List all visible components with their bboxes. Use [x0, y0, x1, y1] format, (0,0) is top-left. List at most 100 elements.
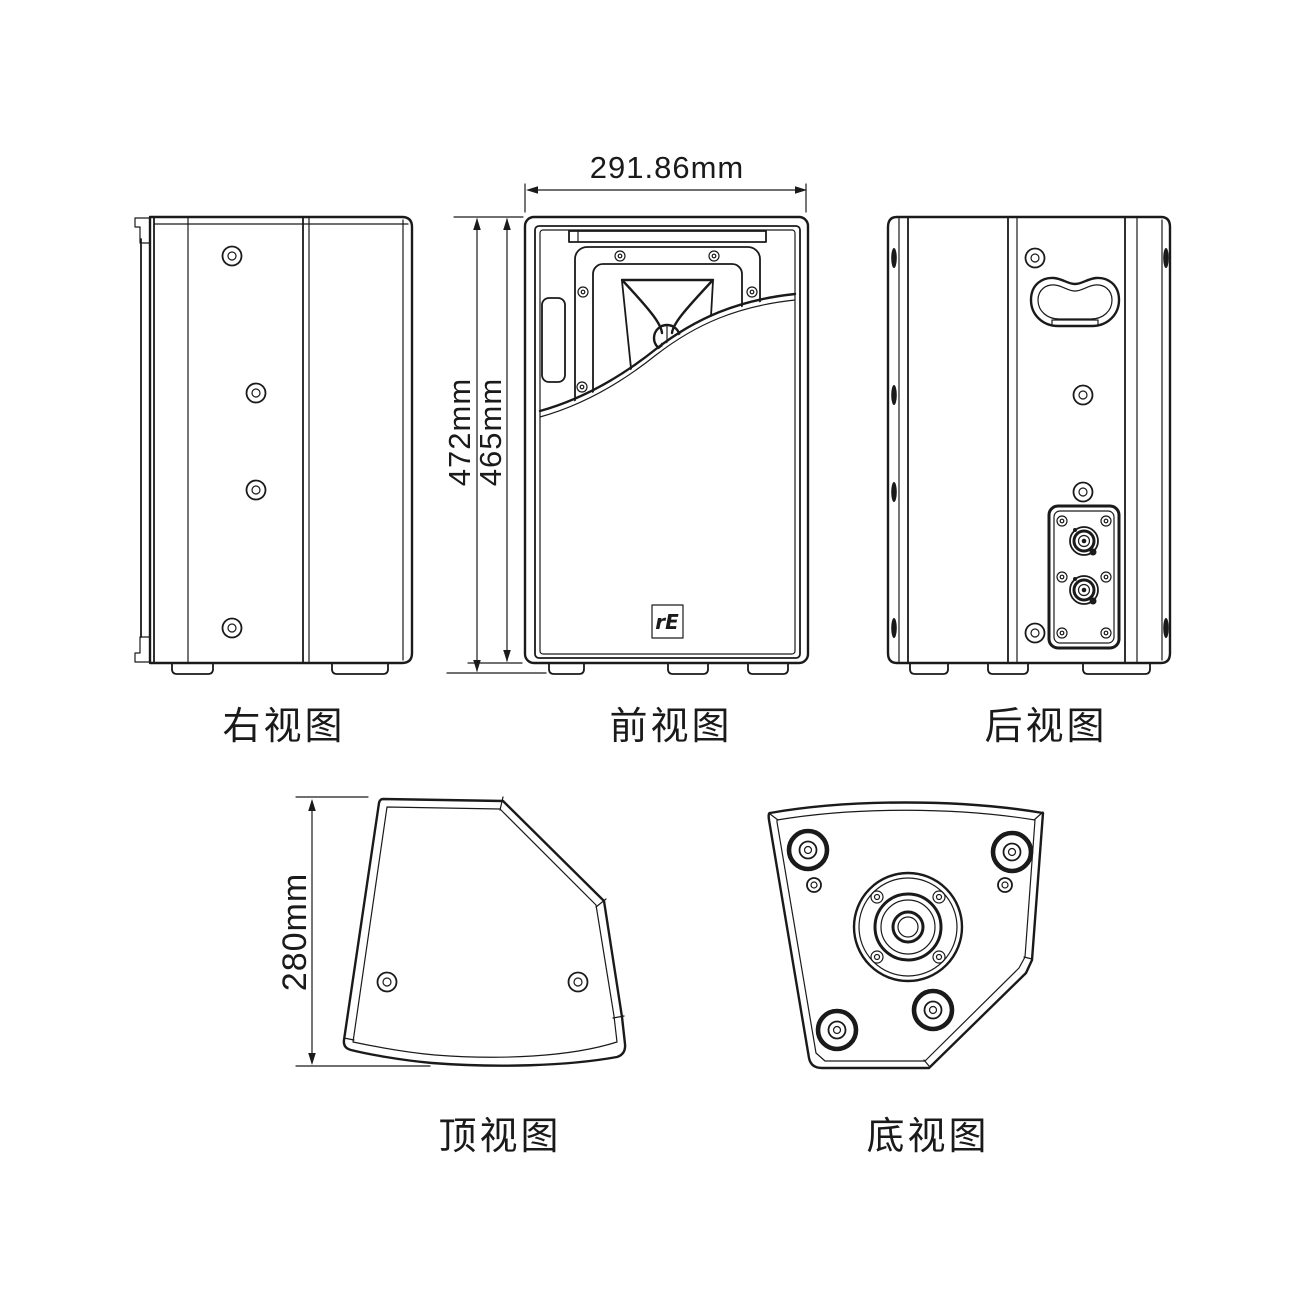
foot-tab: [171, 662, 214, 675]
front-view-label: 前视图: [609, 704, 732, 748]
arrowhead-down: [308, 1053, 316, 1065]
plate-screw: [1056, 515, 1068, 527]
handle-cutout: [1029, 276, 1121, 328]
mount-screw: [870, 950, 884, 964]
edge-slot: [1163, 248, 1169, 268]
cabinet-bottom-inner-wall: [776, 809, 1036, 1062]
screw-hole: [245, 479, 267, 501]
corner-joint-tick: [612, 1015, 625, 1019]
screw-hole: [1072, 481, 1094, 503]
screw-hole: [567, 971, 589, 993]
bottom-view-label: 底视图: [866, 1114, 989, 1158]
top-view-label: 顶视图: [438, 1114, 561, 1158]
side-port: [541, 297, 566, 383]
brand-logo: rE: [655, 610, 679, 634]
mount-screw: [932, 890, 946, 904]
screw-hole: [1024, 622, 1046, 644]
plate-screw: [577, 286, 589, 298]
edge-slot: [891, 385, 897, 405]
logo-badge: [651, 604, 684, 639]
corner-joint-tick: [1023, 956, 1033, 960]
rubber-foot: [911, 988, 955, 1032]
plate-screw: [576, 381, 588, 393]
arrowhead-down: [503, 650, 511, 662]
arrowhead-up: [503, 218, 511, 230]
plate-screw: [1100, 571, 1112, 583]
arrowhead-up: [308, 799, 316, 811]
screw-hole: [245, 382, 267, 404]
width-dimension: 291.86mm: [524, 150, 807, 213]
foot-tab: [747, 662, 789, 675]
top-view: 顶视图: [342, 796, 627, 1158]
arrowhead-right: [795, 186, 807, 194]
foot-tab: [331, 662, 389, 675]
overall-height-value: 472mm: [442, 378, 477, 486]
rubber-foot: [815, 1008, 859, 1052]
grille-wave-edge-inner: [539, 299, 796, 418]
width-value: 291.86mm: [590, 150, 744, 185]
grille-area: [539, 296, 797, 655]
baffle-frame-inner: [539, 229, 796, 655]
plate-screw: [1100, 627, 1112, 639]
arrowhead-up: [473, 218, 481, 230]
cabinet-side-outline: [148, 215, 414, 665]
right-view: 右视图: [134, 215, 414, 748]
speakon-connector: [1069, 526, 1099, 556]
cabinet-height-value: 465mm: [473, 378, 508, 486]
screw-hole: [376, 971, 398, 993]
cabinet-rear-outline: [886, 215, 1172, 665]
corner-joint-tick: [769, 813, 779, 821]
screw-hole: [1072, 384, 1094, 406]
front-view: rE 前视图: [523, 215, 810, 748]
mount-screw: [932, 950, 946, 964]
edge-slot: [891, 248, 897, 268]
plate-screw: [1056, 571, 1068, 583]
plate-screw: [746, 286, 758, 298]
mount-screw: [870, 890, 884, 904]
foot-tab: [909, 662, 949, 675]
rear-view-label: 后视图: [984, 704, 1107, 748]
corner-joint-tick: [595, 898, 607, 908]
foot-tab: [1082, 662, 1151, 675]
arrowhead-down: [473, 660, 481, 672]
grille-wave-edge: [538, 292, 797, 413]
rear-view: 后视图: [886, 215, 1172, 748]
screw-hole: [997, 877, 1013, 893]
bottom-view: 底视图: [767, 801, 1045, 1158]
right-view-label: 右视图: [222, 704, 345, 748]
corner-joint-tick: [923, 1059, 930, 1067]
plate-screw: [1056, 627, 1068, 639]
depth-value: 280mm: [276, 873, 314, 991]
rubber-foot: [990, 830, 1034, 874]
edge-slot: [891, 618, 897, 638]
cabinet-top-inner-wall: [352, 806, 618, 1058]
corner-joint-tick: [343, 1037, 355, 1041]
grille-clip-top: [134, 217, 151, 244]
corner-joint-tick: [499, 796, 504, 811]
arrowhead-left: [526, 186, 538, 194]
speakon-connector: [1069, 575, 1099, 605]
baffle-frame-outer: [534, 225, 801, 659]
edge-slot: [1163, 618, 1169, 638]
horn-flare-top-left: [621, 279, 664, 335]
plate-screw: [1100, 515, 1112, 527]
cabinet-bottom-outline: [767, 801, 1045, 1070]
pole-mount-socket: [852, 871, 964, 983]
plate-screw: [614, 250, 626, 262]
foot-tab: [667, 662, 709, 675]
cabinet-top-outline: [342, 797, 627, 1067]
plate-screw: [708, 250, 720, 262]
grille-clip-bottom: [134, 636, 151, 663]
depth-dimension: 280mm: [276, 796, 431, 1067]
foot-tab: [987, 662, 1029, 675]
edge-slot: [891, 482, 897, 502]
screw-hole: [221, 617, 243, 639]
horn-side-right: [710, 280, 714, 317]
foot-tab: [548, 662, 585, 675]
port-slot: [568, 230, 767, 243]
screw-hole: [1024, 247, 1046, 269]
height-dimensions: 472mm 465mm: [442, 216, 547, 674]
connector-plate: [1047, 504, 1121, 650]
